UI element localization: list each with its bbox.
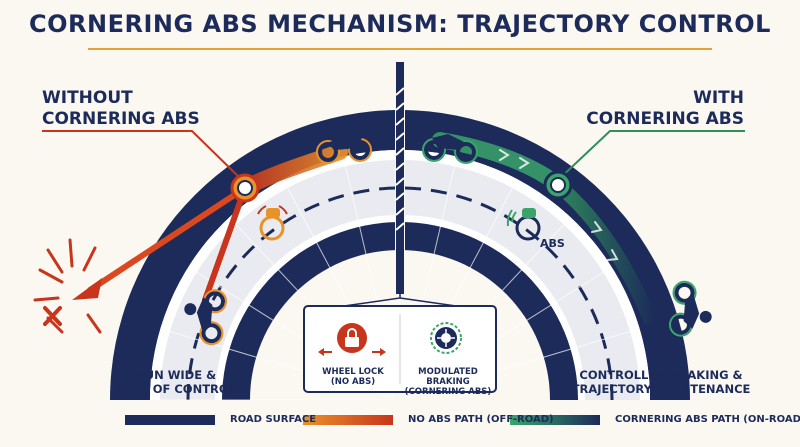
lock-icon [318, 323, 386, 356]
right-label-line-1: WITH [693, 88, 744, 108]
left-label-pointer [42, 130, 243, 181]
right-label-pointer [557, 130, 745, 181]
motorcycle-icon [422, 121, 478, 164]
legend-swatch-abs [510, 415, 600, 425]
left-label-line-1: WITHOUT [42, 88, 133, 108]
legend-road-label: ROAD SURFACE [230, 414, 317, 425]
modulated-braking-label: MODULATED BRAKING (CORNERING ABS) [402, 367, 494, 397]
brake-point-left [230, 173, 260, 203]
motorcycle-icon [184, 289, 228, 346]
modulated-line-2: (CORNERING ABS) [404, 387, 492, 397]
title-underline [88, 48, 712, 50]
right-label: WITH CORNERING ABS [586, 88, 744, 130]
legend-no-abs-label: NO ABS PATH (OFF-ROAD) [408, 414, 554, 425]
brake-point-right [543, 170, 573, 200]
abs-badge: ABS [540, 237, 565, 250]
page-title: CORNERING ABS MECHANISM: TRAJECTORY CONT… [29, 10, 771, 38]
motorcycle-icon [668, 280, 712, 337]
wheel-lock-line-2: (NO ABS) [330, 377, 376, 387]
no-abs-arrowhead [72, 278, 102, 300]
legend-abs-label: CORNERING ABS PATH (ON-ROAD) [615, 414, 800, 425]
left-caption-line-2: LOSS OF CONTROL [115, 382, 237, 396]
abs-arrowhead [640, 322, 672, 352]
divider-hatch [395, 87, 405, 231]
left-label: WITHOUT CORNERING ABS [42, 88, 200, 130]
left-caption-line-1: RUN WIDE & [135, 368, 217, 382]
modulated-line-1: MODULATED BRAKING [418, 367, 478, 387]
crash-burst-icon [33, 238, 102, 334]
right-label-line-2: CORNERING ABS [586, 109, 744, 129]
brake-disc-icon [506, 208, 541, 241]
right-caption-line-2: TRAJECTORY MAINTENANCE [571, 382, 751, 396]
wheel-icon [430, 322, 462, 354]
motorcycle-icon [316, 121, 372, 164]
road-left-half [110, 110, 395, 400]
left-caption: RUN WIDE & LOSS OF CONTROL [106, 368, 246, 396]
wheel-lock-line-1: WHEEL LOCK [322, 367, 384, 377]
wheel-lock-label: WHEEL LOCK (NO ABS) [310, 367, 396, 387]
legend-swatch-no-abs [303, 415, 393, 425]
center-divider [396, 62, 404, 294]
brake-disc-icon [257, 205, 288, 241]
left-label-line-2: CORNERING ABS [42, 109, 200, 129]
right-caption: CONTROLLED BRAKING & TRAJECTORY MAINTENA… [556, 368, 766, 396]
legend-swatch-road [125, 415, 215, 425]
right-caption-line-1: CONTROLLED BRAKING & [579, 368, 743, 382]
